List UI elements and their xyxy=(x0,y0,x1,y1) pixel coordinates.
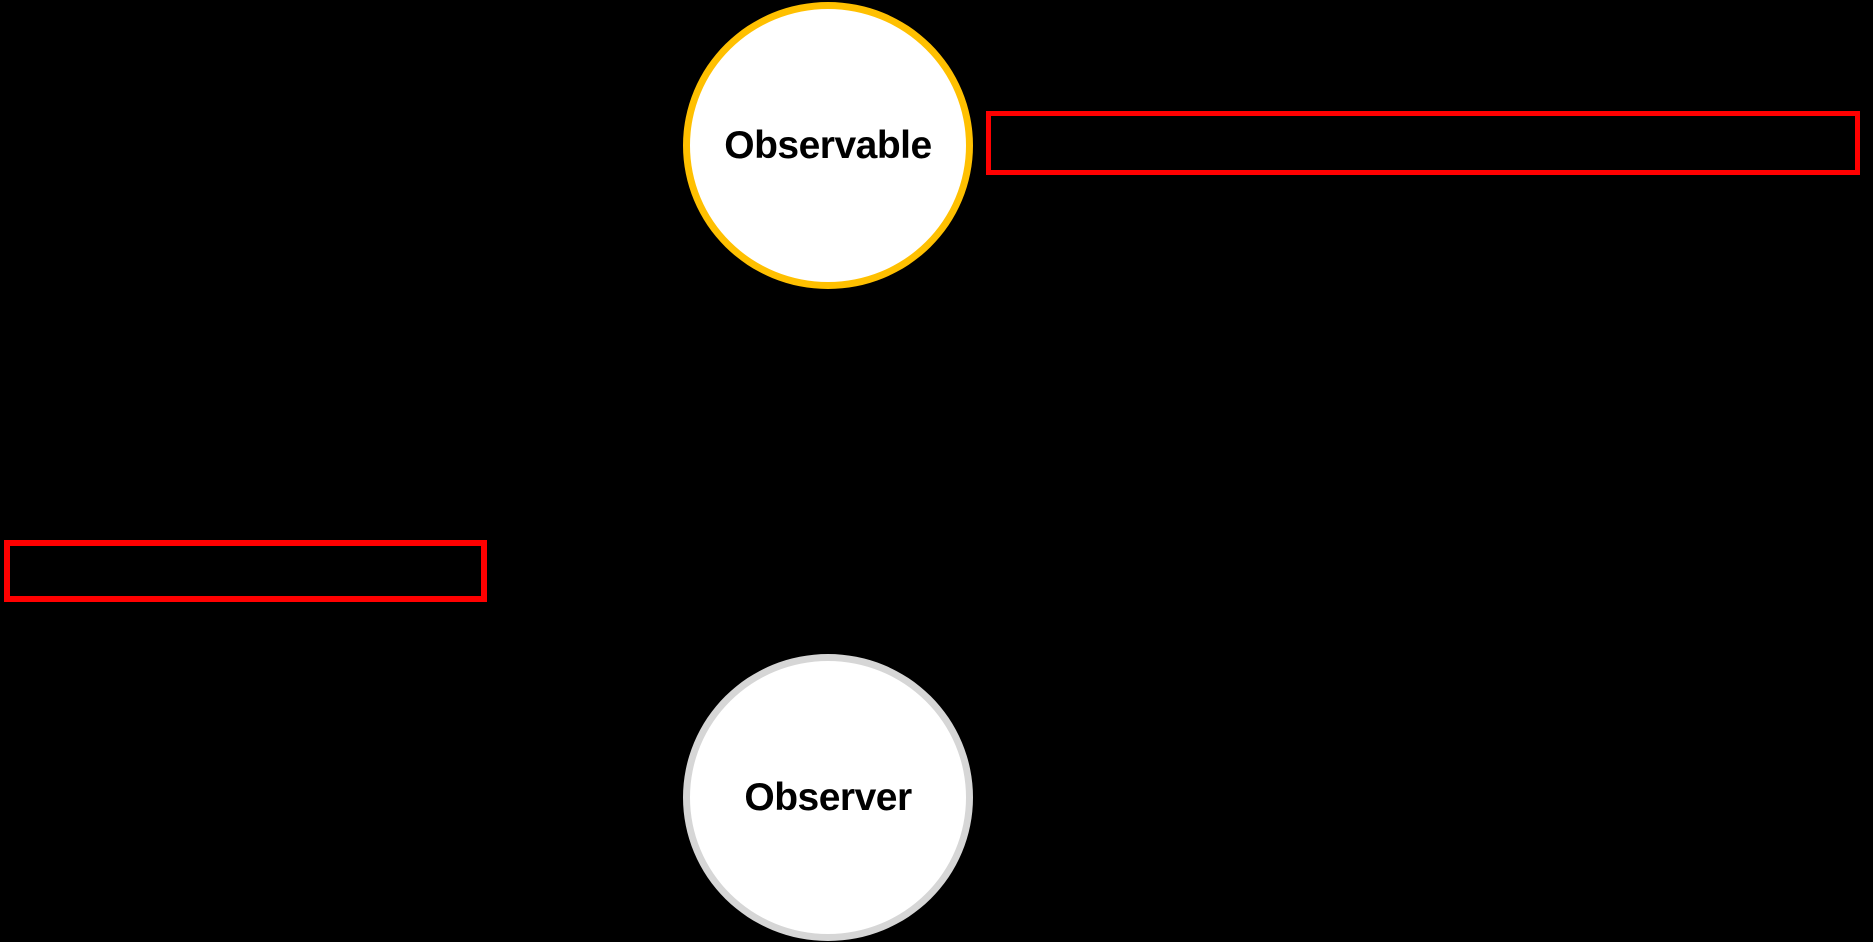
observer-label: Observer xyxy=(744,775,912,819)
annotation-box-mid-left xyxy=(4,540,487,602)
observable-node: Observable xyxy=(683,2,973,289)
observer-node: Observer xyxy=(683,654,973,941)
annotation-box-top-right xyxy=(986,111,1860,175)
observable-label: Observable xyxy=(724,123,932,167)
